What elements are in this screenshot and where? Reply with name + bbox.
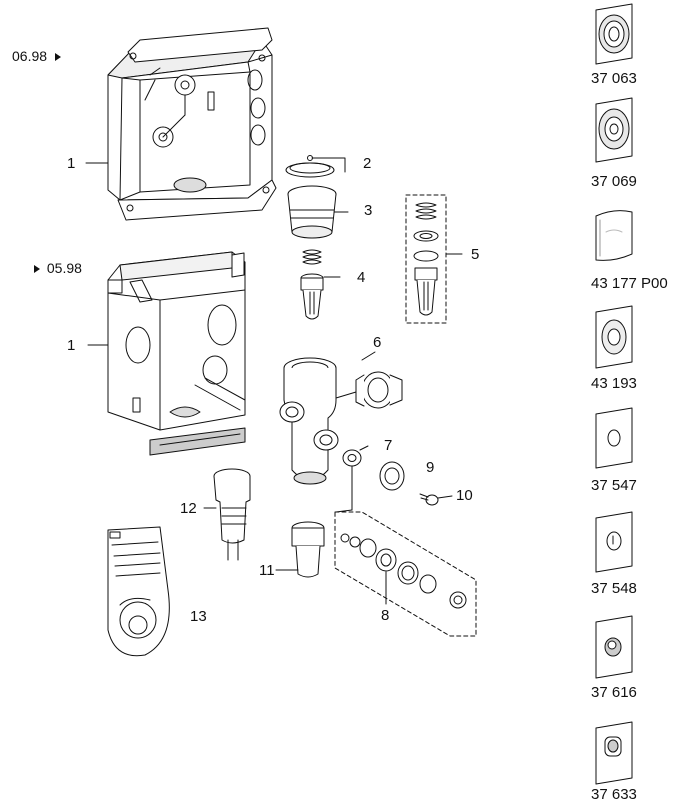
part-11-adapter bbox=[286, 522, 324, 577]
callout-8: 8 bbox=[381, 607, 390, 624]
panel-37069 bbox=[596, 98, 632, 162]
callout-10: 10 bbox=[456, 487, 473, 504]
panel-37063 bbox=[596, 4, 632, 64]
part-5-kit bbox=[406, 195, 462, 323]
panel-code: 43 177 P00 bbox=[591, 275, 668, 292]
panel-code: 37 547 bbox=[591, 477, 637, 494]
panel-code: 37 069 bbox=[591, 173, 637, 190]
part-8-seal-set bbox=[335, 512, 476, 636]
callout-2: 2 bbox=[363, 155, 372, 172]
arrow-right-icon bbox=[34, 265, 40, 274]
callout-9: 9 bbox=[426, 459, 435, 476]
callout-11: 11 bbox=[259, 562, 275, 579]
part-13-protection-bag bbox=[108, 527, 169, 656]
part-9-ring bbox=[380, 462, 404, 490]
callout-1-bottom: 1 bbox=[67, 337, 76, 354]
callout-12: 12 bbox=[180, 500, 197, 517]
date-after-label: 05.98 bbox=[46, 260, 82, 276]
arrow-right-icon bbox=[54, 53, 61, 62]
installation-box-top bbox=[108, 28, 276, 220]
callout-5: 5 bbox=[471, 246, 480, 263]
callout-7: 7 bbox=[384, 437, 393, 454]
panel-code: 37 633 bbox=[591, 786, 637, 803]
panel-code: 43 193 bbox=[591, 375, 637, 392]
part-4-cartridge bbox=[301, 250, 340, 319]
panel-37547 bbox=[596, 408, 632, 468]
leader-lines bbox=[86, 163, 286, 570]
date-before-label: 06.98 bbox=[12, 48, 48, 64]
part-7-fitting bbox=[336, 446, 368, 512]
panel-37633 bbox=[596, 722, 632, 784]
installation-box-bottom bbox=[108, 252, 245, 455]
panel-code: 37 548 bbox=[591, 580, 637, 597]
date-before-marker: 06.98 bbox=[12, 49, 61, 63]
part-12-extension bbox=[206, 469, 250, 560]
panel-37548 bbox=[596, 512, 632, 572]
callout-6: 6 bbox=[373, 334, 382, 351]
part-6-valve-body bbox=[280, 352, 402, 484]
panel-37616 bbox=[596, 616, 632, 678]
panel-code: 37 063 bbox=[591, 70, 637, 87]
callout-1-top: 1 bbox=[67, 155, 76, 172]
part-2-diaphragm bbox=[286, 156, 345, 178]
callout-4: 4 bbox=[357, 269, 366, 286]
panel-43193 bbox=[596, 306, 632, 368]
part-10-screw bbox=[420, 494, 452, 505]
part-3-piston bbox=[288, 186, 348, 238]
date-after-marker: 05.98 bbox=[34, 261, 82, 275]
callout-3: 3 bbox=[364, 202, 373, 219]
panel-code: 37 616 bbox=[591, 684, 637, 701]
panel-43177 bbox=[596, 211, 632, 261]
callout-13: 13 bbox=[190, 608, 207, 625]
